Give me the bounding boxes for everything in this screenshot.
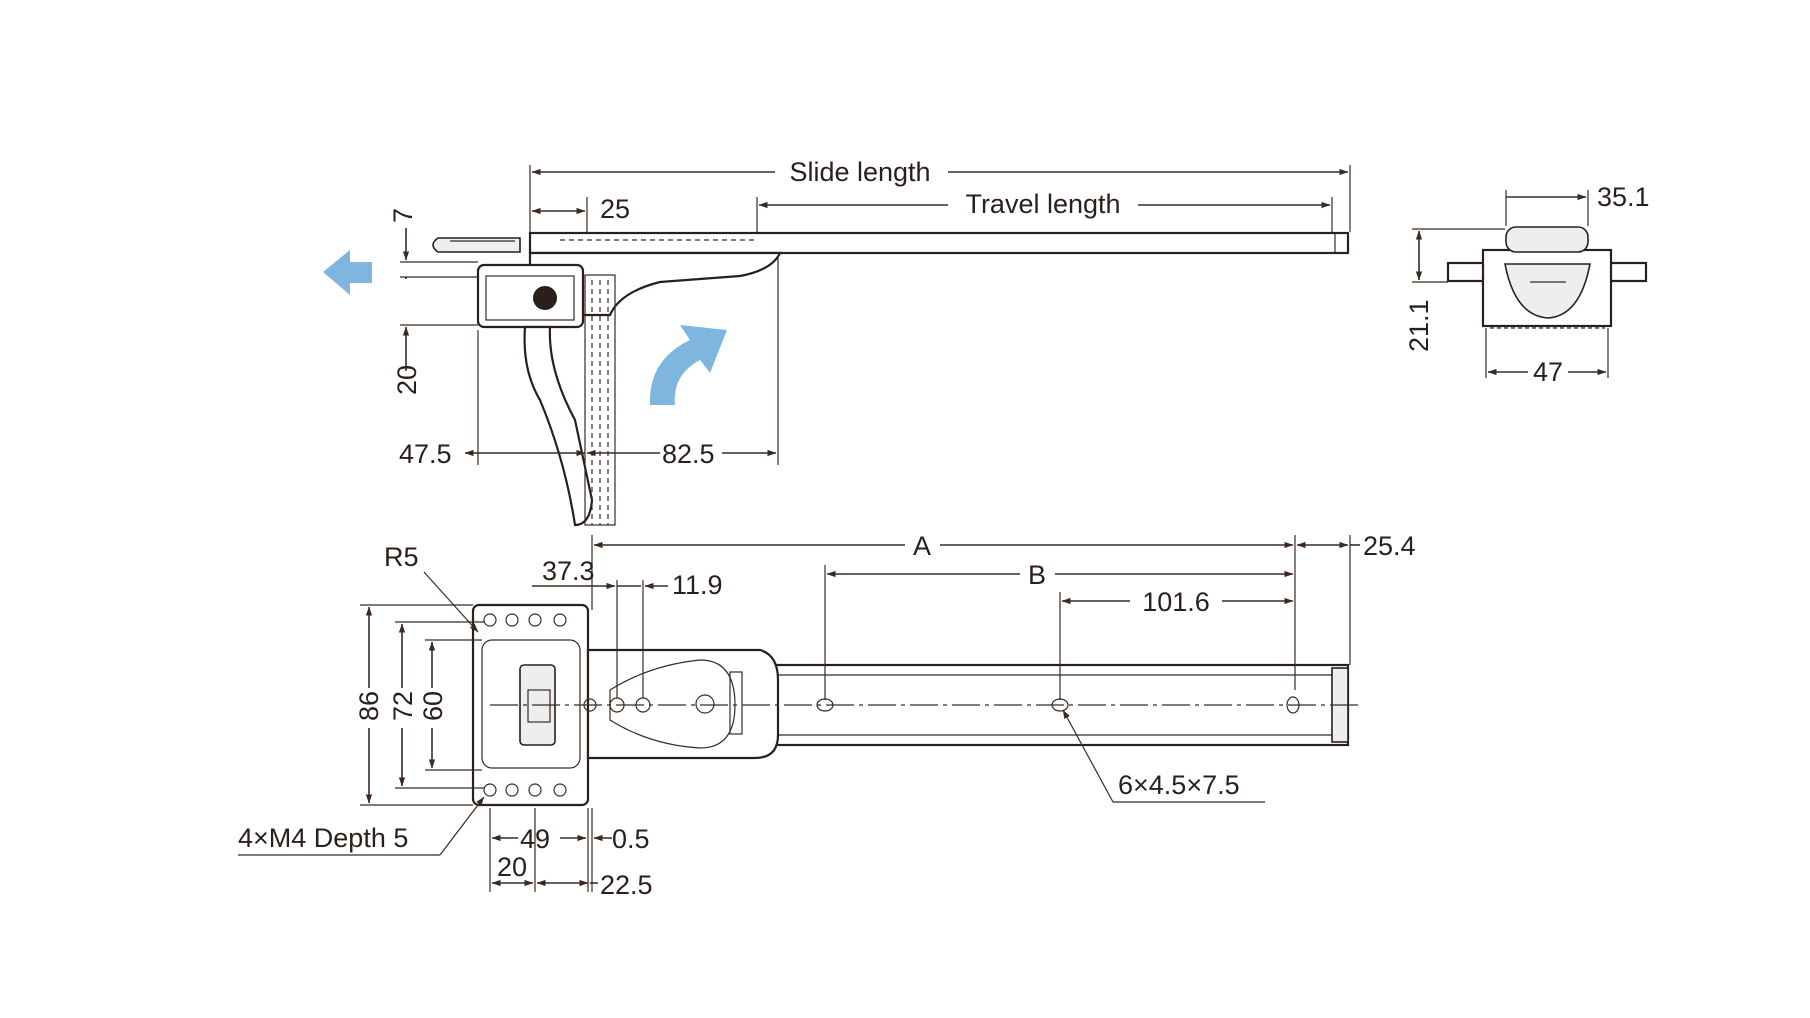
dim-35-1: 35.1 bbox=[1597, 182, 1650, 212]
side-view: Slide length Travel length 25 7 20 47.5 … bbox=[323, 157, 1351, 527]
plunger-pin bbox=[432, 237, 521, 253]
dim-86: 86 bbox=[354, 691, 384, 721]
dim-20-bottom: 20 bbox=[497, 852, 527, 882]
dim-B: B bbox=[1028, 560, 1046, 590]
dim-0-5: 0.5 bbox=[612, 824, 650, 854]
dim-25: 25 bbox=[600, 194, 630, 224]
dim-7: 7 bbox=[388, 208, 418, 223]
handle bbox=[523, 325, 594, 527]
dim-72: 72 bbox=[388, 691, 418, 721]
dim-49: 49 bbox=[520, 824, 550, 854]
dim-22-5: 22.5 bbox=[600, 870, 653, 900]
lock-screw bbox=[533, 286, 557, 310]
end-plunger bbox=[1505, 226, 1589, 253]
end-view: 35.1 21.1 47 bbox=[1404, 182, 1650, 387]
dim-25-4: 25.4 bbox=[1363, 531, 1416, 561]
slide-length-label: Slide length bbox=[789, 157, 930, 187]
left-arrow-icon bbox=[323, 250, 372, 295]
slide-rail bbox=[528, 231, 1350, 255]
dim-R5: R5 bbox=[384, 542, 419, 572]
top-view: A 25.4 B 101.6 37.3 11.9 R5 86 bbox=[238, 531, 1416, 900]
holes-callout: 4×M4 Depth 5 bbox=[238, 823, 408, 853]
dim-21-1: 21.1 bbox=[1404, 299, 1434, 352]
travel-length-label: Travel length bbox=[965, 189, 1120, 219]
dim-101-6: 101.6 bbox=[1142, 587, 1210, 617]
rotate-arrow-icon bbox=[649, 325, 727, 405]
dim-A: A bbox=[913, 531, 931, 561]
dim-11-9: 11.9 bbox=[672, 570, 723, 600]
dim-47-5: 47.5 bbox=[399, 439, 452, 469]
dim-60: 60 bbox=[418, 691, 448, 721]
dim-20-left: 20 bbox=[392, 365, 422, 395]
dim-47: 47 bbox=[1533, 357, 1563, 387]
dim-82-5: 82.5 bbox=[662, 439, 715, 469]
latch-housing bbox=[476, 263, 585, 329]
slot-callout: 6×4.5×7.5 bbox=[1118, 770, 1240, 800]
dim-37-3: 37.3 bbox=[542, 556, 595, 586]
